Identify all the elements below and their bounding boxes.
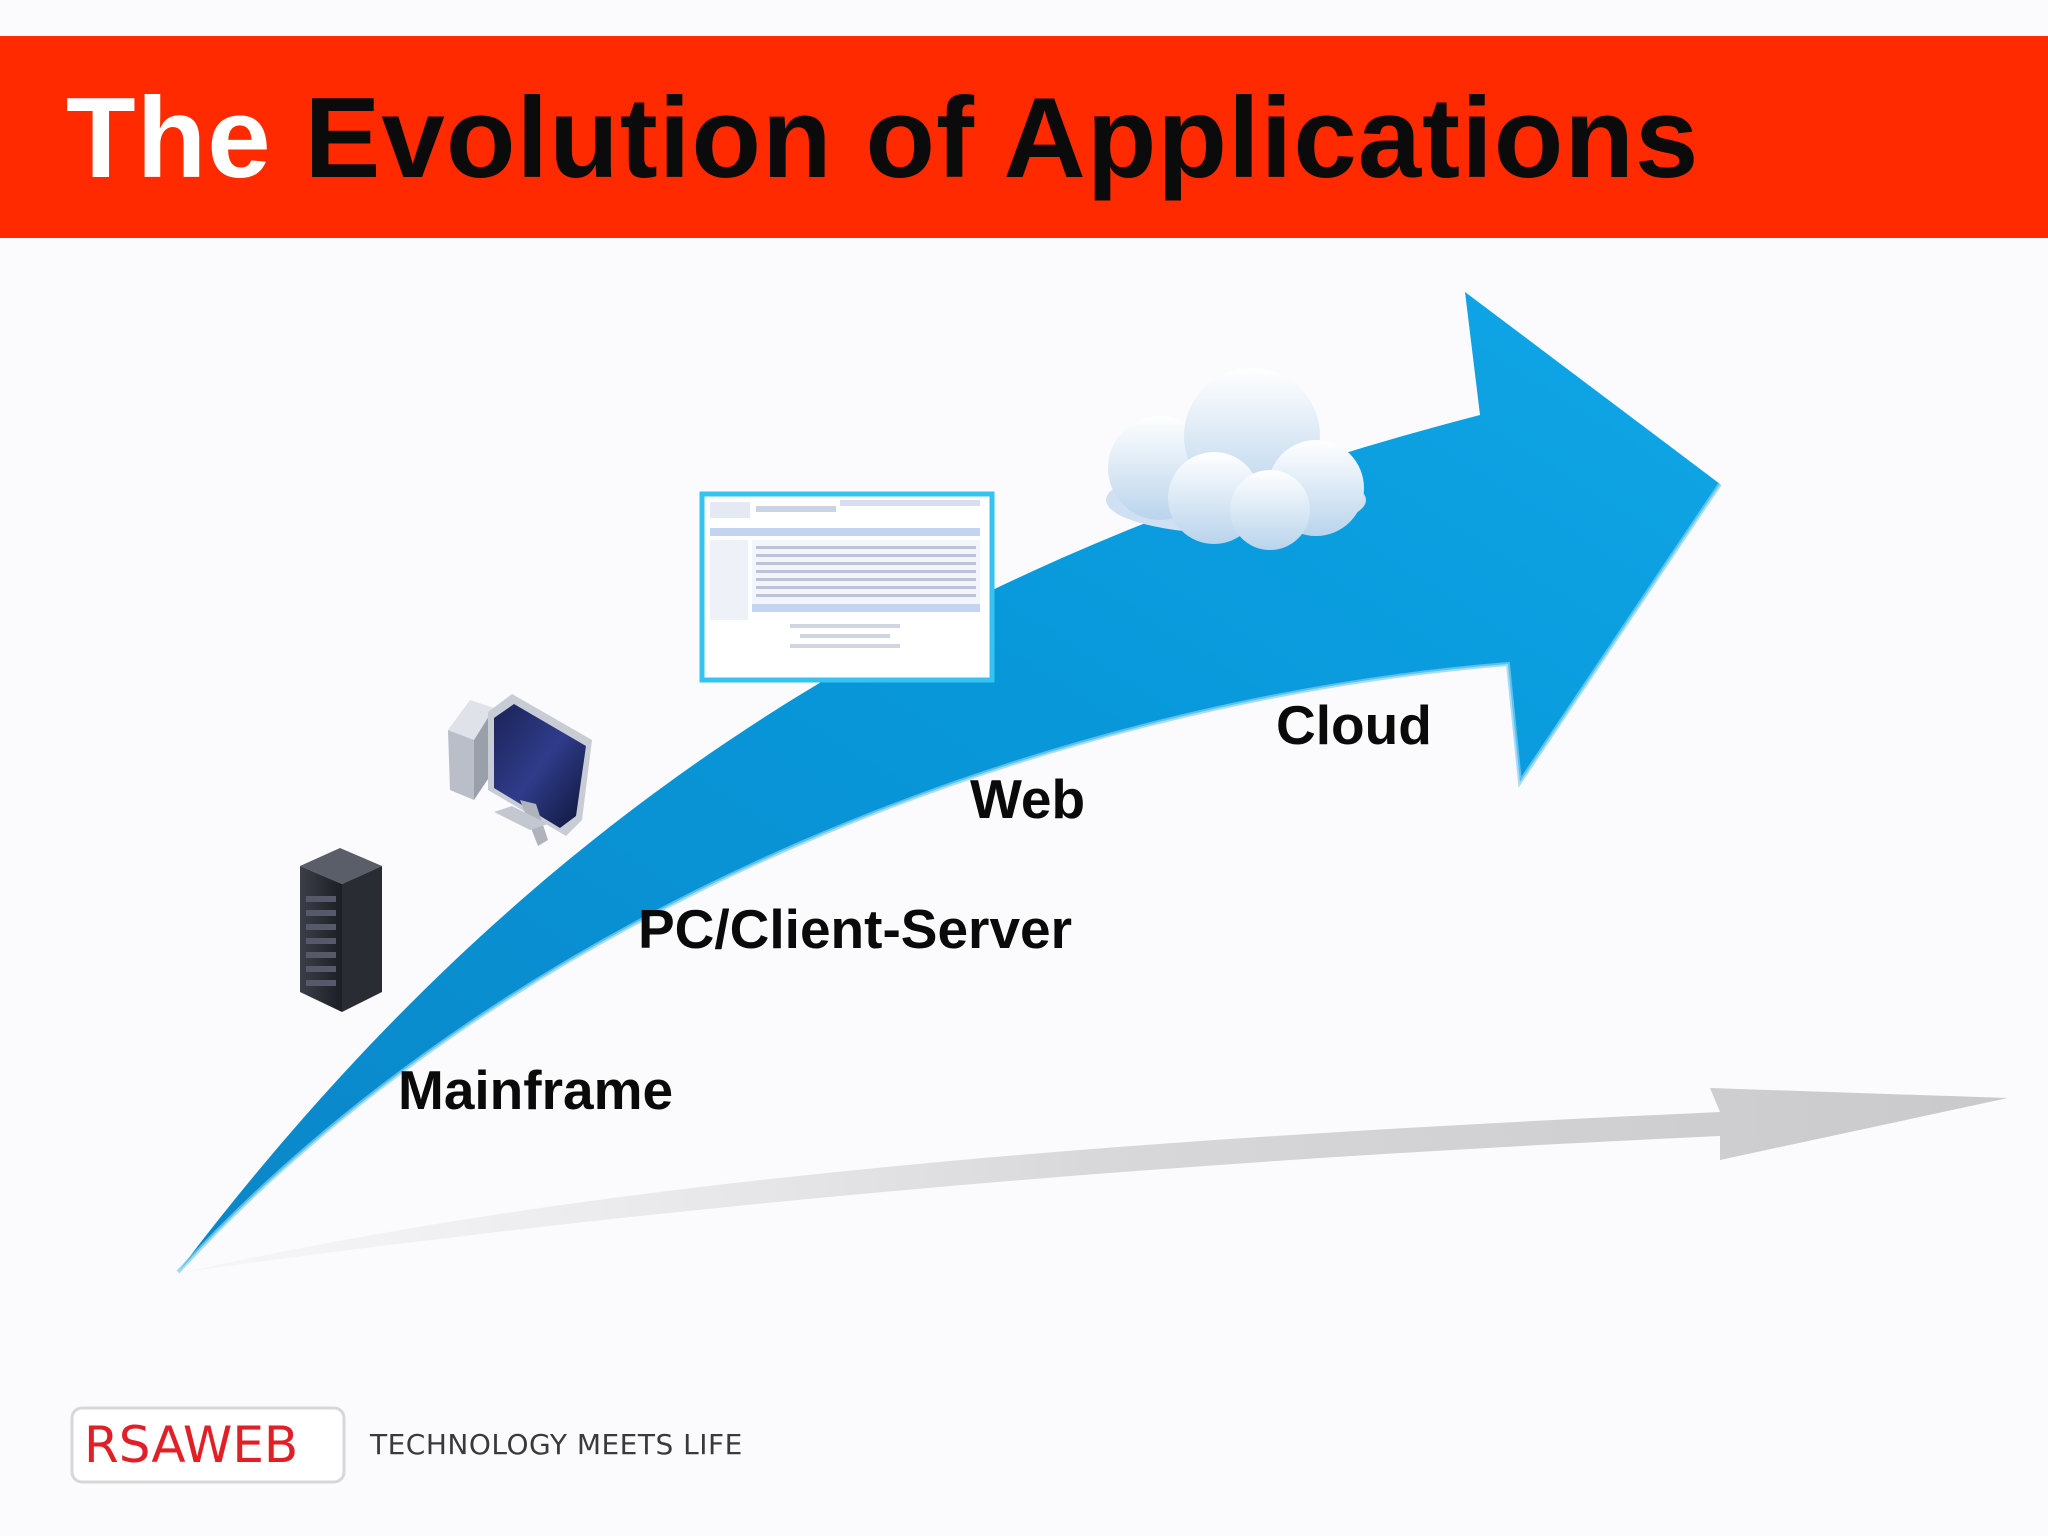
title-part-1: The: [66, 75, 272, 202]
rsaweb-logo: RSAWEB: [70, 1406, 346, 1484]
arrow-shadow: [185, 1088, 2008, 1272]
slide-title: The Evolution of Applications: [66, 82, 1699, 196]
logo-text: RSAWEB: [84, 1416, 298, 1474]
stage-label-web: Web: [970, 768, 1086, 830]
evolution-arrow: [178, 292, 1720, 1272]
stage-label-pc-client-server: PC/Client-Server: [638, 898, 1073, 960]
stage-label-mainframe: Mainframe: [398, 1059, 674, 1121]
footer-tagline: TECHNOLOGY MEETS LIFE: [370, 1428, 743, 1461]
cloud-icon: [1106, 368, 1366, 550]
webmail-screenshot-icon: [699, 491, 995, 683]
title-part-2: Evolution of Applications: [304, 75, 1700, 202]
title-bar: [0, 36, 2048, 238]
server-tower-icon: [300, 848, 382, 1012]
stage-label-cloud: Cloud: [1276, 694, 1432, 756]
arrow-edge-highlight: [176, 482, 1722, 1274]
desktop-pc-icon: [448, 694, 592, 846]
